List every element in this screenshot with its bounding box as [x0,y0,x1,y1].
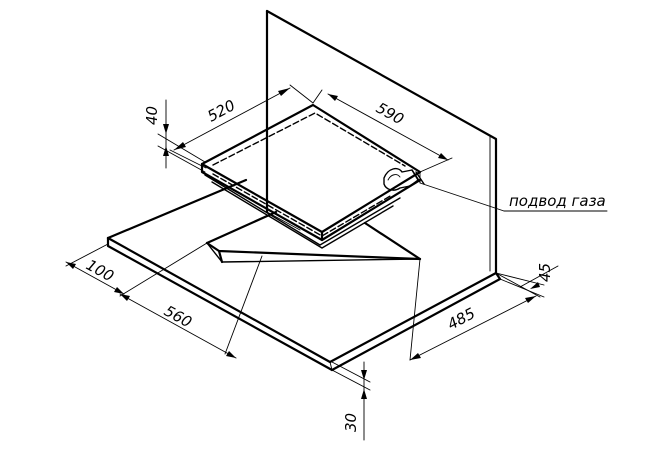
back-wall [265,9,498,275]
gas-fitting [383,167,425,191]
dim-30-label: 30 [342,413,360,432]
dim-560-label: 560 [161,302,195,332]
dim-40: 40 [143,99,206,173]
countertop [106,178,502,372]
dim-45: 45 [495,263,559,298]
gas-supply-callout: подвод газа [419,182,608,212]
dim-520: 520 [169,84,314,169]
dim-485-label: 485 [444,304,478,333]
gas-supply-label: подвод газа [509,192,606,210]
dim-520-label: 520 [204,96,238,125]
hob-unit [200,103,422,249]
dim-560: 560 [119,255,263,359]
dim-40-label: 40 [143,106,161,125]
dim-590-label: 590 [373,99,407,129]
dim-45-label: 45 [536,263,554,282]
cutout-opening [205,210,422,264]
dim-30: 30 [331,361,371,441]
